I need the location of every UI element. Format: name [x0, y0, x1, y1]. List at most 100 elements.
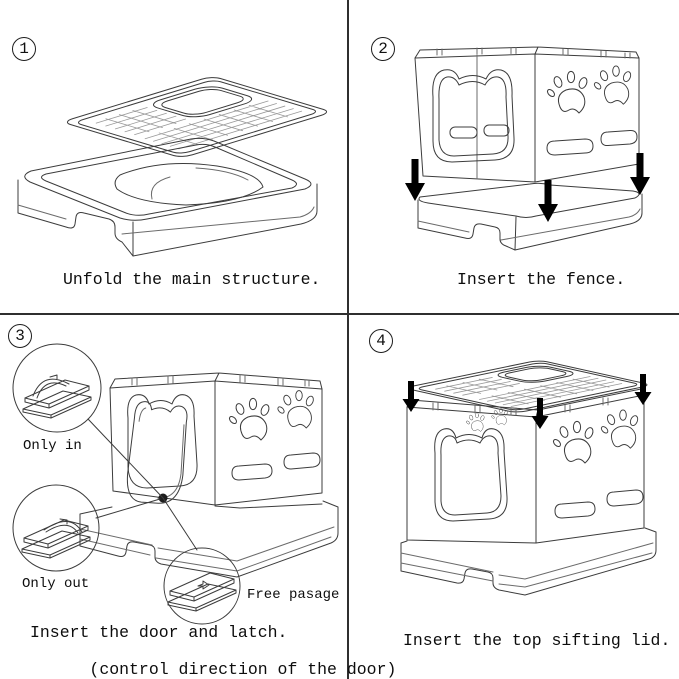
caption-line-2: (control direction of the door) [89, 660, 397, 679]
lid-inner-rim [74, 80, 320, 155]
handle-slot [546, 138, 594, 156]
flap-diagram-free-passage [167, 572, 237, 612]
interior-slot [449, 126, 478, 139]
down-arrow-icon [531, 398, 549, 429]
annotation-free-passage: Free pasage [247, 587, 340, 603]
caption-line-1: Insert the door and latch. [30, 623, 288, 642]
box-top-clips [432, 397, 609, 416]
flap-arrow-glyph [197, 580, 210, 590]
step-number: 2 [378, 40, 388, 58]
cat-opening-outline [434, 428, 508, 522]
lid-access-hole [491, 365, 580, 384]
step-caption: Insert the top sifting lid. [403, 631, 671, 650]
step-number-badge: 4 [369, 329, 393, 353]
base-outline [79, 500, 339, 578]
step-number: 1 [19, 40, 29, 58]
base-drawing [417, 182, 643, 251]
base-outline [400, 527, 657, 596]
step-1-panel: 1 Unfold the main structure. [0, 0, 347, 313]
inset-circle-free-passage [163, 547, 241, 625]
assembled-box-drawing [400, 388, 657, 596]
step-number-badge: 2 [371, 37, 395, 61]
paw-print-icon [276, 390, 316, 429]
flap-diagram-only-out [21, 518, 91, 559]
paw-print-icon [227, 397, 271, 441]
step3-illustration [12, 343, 339, 625]
paw-print-icon [545, 70, 589, 114]
lid-access-hole-inner [499, 367, 571, 382]
lid-outline [404, 360, 652, 413]
cat-opening-frame [438, 76, 509, 157]
base-top-face [24, 137, 312, 221]
step-number: 4 [376, 332, 386, 350]
base-wall-seams [417, 208, 641, 241]
step-2-panel: 2 Insert the fence. [349, 0, 679, 313]
box-top-clips [131, 374, 310, 387]
fence-top-clips [436, 47, 631, 59]
base-interior-curves [150, 167, 249, 200]
base-front-wall [514, 193, 643, 251]
lid-outline [62, 76, 332, 158]
inset-connector-lines [87, 418, 198, 551]
cat-opening-outline [432, 69, 515, 163]
paw-print-icon [551, 420, 595, 464]
flap-curve [43, 518, 83, 534]
base-wall-seams [17, 204, 315, 235]
cat-door-frame [127, 394, 198, 489]
interior-slot [483, 124, 510, 137]
step1-illustration [0, 0, 347, 257]
fence-silhouette [414, 53, 640, 183]
folded-base-drawing [17, 137, 318, 257]
base-left-wall [417, 199, 517, 251]
flap-curve [32, 374, 70, 399]
step-3-panel: 3 Only in Only out Free pasage Insert th… [0, 315, 396, 679]
cat-door-leaf [126, 401, 188, 504]
step-number: 3 [15, 327, 25, 345]
base-drawer-seams [400, 542, 654, 588]
annotation-only-in: Only in [23, 438, 82, 454]
door-leaf-outline [126, 401, 188, 504]
paw-print-icon-small [490, 408, 509, 426]
base-left-wall [17, 179, 134, 257]
sifting-lid-drawing [62, 76, 332, 158]
box-top-rim [109, 372, 323, 390]
lid-inner-rim [415, 362, 641, 410]
lid-mesh-lines [432, 366, 624, 407]
handle-slot [231, 463, 273, 481]
cat-opening-frame [440, 435, 502, 516]
base-top-face [418, 182, 640, 218]
flap-diagram-only-in [22, 374, 92, 419]
lid-mesh-lines [92, 85, 304, 149]
step4-illustration [349, 315, 679, 596]
lid-access-hole-inner [156, 88, 250, 117]
paw-print-icon-small [465, 412, 486, 432]
handle-slot [600, 129, 638, 147]
handle-slot [283, 452, 321, 470]
step-caption: Insert the fence. [457, 270, 626, 289]
box-silhouette [406, 394, 645, 544]
step-number-badge: 1 [12, 37, 36, 61]
handle-slot [606, 489, 644, 507]
base-folded-fence-outline [114, 162, 264, 206]
step2-illustration [405, 46, 650, 251]
vertical-divider [347, 0, 349, 679]
lid-access-hole [146, 85, 260, 120]
base-front-wall [132, 183, 318, 257]
detail-insets [12, 343, 241, 625]
assembled-box-drawing [79, 372, 339, 578]
step-caption: Insert the door and latch. (control dire… [30, 623, 397, 679]
down-arrow-icon [630, 153, 650, 195]
base-top-inner-rim [41, 143, 297, 216]
down-arrow-icon [538, 180, 558, 222]
inset-circle-only-out [12, 484, 100, 572]
paw-print-icon [599, 409, 640, 449]
handle-slot [554, 501, 596, 519]
base-drawer-seams [79, 526, 335, 572]
sifting-lid-drawing [404, 360, 652, 413]
inset-circle-only-in [12, 343, 102, 433]
fence-top-rim [414, 46, 640, 59]
annotation-only-out: Only out [22, 576, 90, 592]
horizontal-divider [0, 313, 679, 315]
step-4-panel: 4 Insert the top sifting lid. [349, 315, 679, 679]
